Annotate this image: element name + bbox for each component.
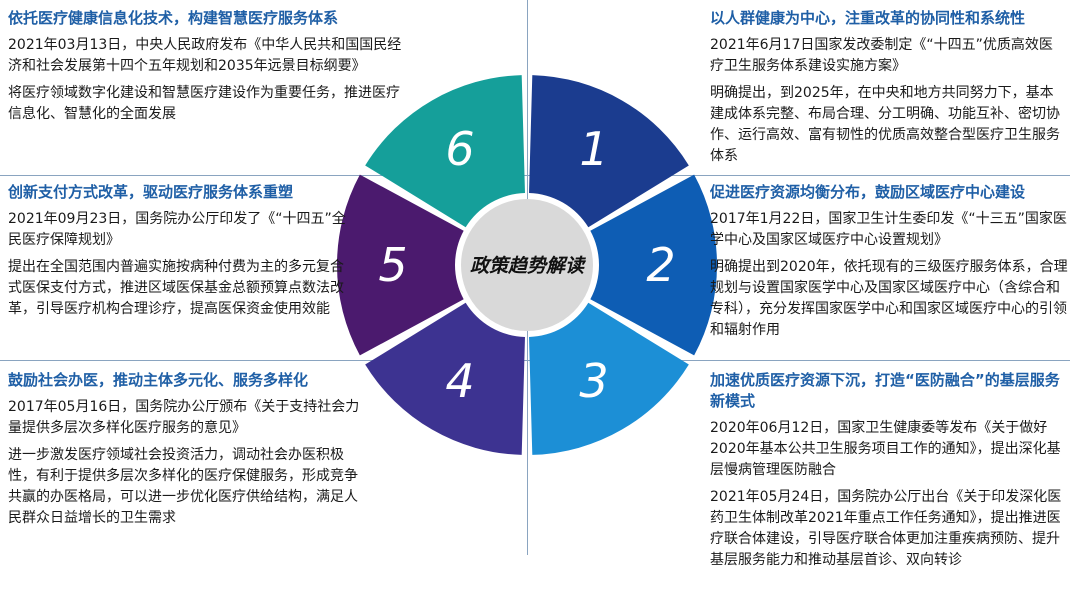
panel-6-para-2: 将医疗领域数字化建设和智慧医疗建设作为重要任务，推进医疗信息化、智慧化的全面发展 [8,85,400,122]
panel-6-para-1: 2021年03月13日，中央人民政府发布《中华人民共和国国民经济和社会发展第十四… [8,37,402,74]
panel-4-title: 鼓励社会办医，推动主体多元化、服务多样化 [8,371,309,389]
wheel-segment-number-6: 6 [445,122,474,176]
panel-2-para-2: 明确提出到2020年，依托现有的三级医疗服务体系，合理规划与设置国家医学中心及国… [710,259,1068,338]
panel-2-title: 促进医疗资源均衡分布，鼓励区域医疗中心建设 [710,183,1026,201]
panel-4-para-1: 2017年05月16日，国务院办公厅颁布《关于支持社会力量提供多层次多样化医疗服… [8,399,360,436]
panel-3-para-2: 2021年05月24日，国务院办公厅出台《关于印发深化医药卫生体制改革2021年… [710,489,1062,568]
panel-3-para-1: 2020年06月12日，国家卫生健康委等发布《关于做好2020年基本公共卫生服务… [710,420,1061,478]
wheel-segment-4 [365,302,525,455]
wheel-segment-number-2: 2 [646,238,675,292]
panel-4-para-2: 进一步激发医疗领域社会投资活力，调动社会办医积极性，有利于提供多层次多样化的医疗… [8,447,358,526]
panel-6-title: 依托医疗健康信息化技术，构建智慧医疗服务体系 [8,9,339,27]
panel-1-para-2: 明确提出，到2025年，在中央和地方共同努力下，基本建成体系完整、布局合理、分工… [710,85,1060,164]
center-circle [461,199,593,331]
wheel-segment-number-3: 3 [579,354,608,408]
wheel-segment-number-5: 5 [378,238,407,292]
panel-2: 促进医疗资源均衡分布，鼓励区域医疗中心建设 2017年1月22日，国家卫生计生委… [710,182,1072,347]
panel-3-title: 加速优质医疗资源下沉，打造“医防融合”的基层服务新模式 [710,371,1060,410]
wheel-segment-number-4: 4 [445,354,474,408]
panel-5-para-1: 2021年09月23日，国务院办公厅印发了《“十四五”全民医疗保障规划》 [8,211,346,248]
panel-3: 加速优质医疗资源下沉，打造“医防融合”的基层服务新模式 2020年06月12日，… [710,370,1066,577]
wheel-segment-2 [590,174,718,356]
center-label: 政策趋势解读 [470,255,587,277]
panel-1-title: 以人群健康为中心，注重改革的协同性和系统性 [710,9,1026,27]
wheel-segment-6 [365,75,525,228]
wheel-segment-1 [529,75,689,228]
panel-5-title: 创新支付方式改革，驱动医疗服务体系重塑 [8,183,294,201]
panel-1-para-1: 2021年6月17日国家发改委制定《“十四五”优质高效医疗卫生服务体系建设实施方… [710,37,1053,74]
panel-5-para-2: 提出在全国范围内普遍实施按病种付费为主的多元复合式医保支付方式，推进区域医保基金… [8,259,344,317]
panel-5: 创新支付方式改革，驱动医疗服务体系重塑 2021年09月23日，国务院办公厅印发… [8,182,348,326]
panel-2-para-1: 2017年1月22日，国家卫生计生委印发《“十三五”国家医学中心及国家区域医疗中… [710,211,1067,248]
panel-1: 以人群健康为中心，注重改革的协同性和系统性 2021年6月17日国家发改委制定《… [710,8,1066,173]
panel-4: 鼓励社会办医，推动主体多元化、服务多样化 2017年05月16日，国务院办公厅颁… [8,370,360,535]
wheel-segment-3 [529,302,689,455]
panel-6: 依托医疗健康信息化技术，构建智慧医疗服务体系 2021年03月13日，中央人民政… [8,8,408,131]
wheel-segment-5 [337,174,464,356]
wheel-segment-number-1: 1 [579,122,608,176]
